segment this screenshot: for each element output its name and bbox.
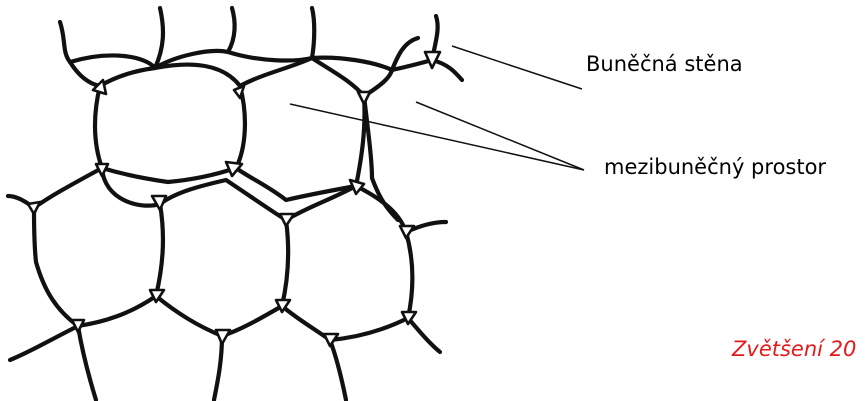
leader-line-space-1 [290,104,584,170]
cell-wall-network [8,8,462,400]
cell-wall-row4-a [78,326,96,400]
cell-wall-row3-b [156,180,288,336]
intercellular-space [358,92,370,104]
intercellular-space [96,164,108,176]
cell-wall-row2-a [95,65,245,182]
intercellular-space [216,330,230,344]
cell-wall-top-left [60,22,100,86]
intercellular-space [152,196,166,210]
cell-wall-top-arc-3 [228,8,314,60]
cell-wall-top-right-2 [432,60,462,80]
cell-wall-row4-right-tail [408,318,440,352]
intercellular-space [350,180,364,194]
leader-line-space-2 [416,102,584,170]
intercellular-space [28,202,40,214]
leader-line-cell-wall [452,46,582,89]
cell-wall-row4-left-tail [10,326,78,360]
label-cell-wall: Buněčná stěna [586,52,743,76]
cell-wall-top-arc-1 [70,8,163,68]
label-intercellular-space: mezibuněčný prostor [604,155,826,179]
cell-wall-top-arc-2 [155,8,235,68]
intercellular-space [400,226,414,238]
cell-wall-row4-b [214,336,222,400]
intercellular-space [93,80,106,94]
label-magnification: Zvětšení 20 [732,337,856,361]
cell-wall-row3-a [34,168,163,326]
cell-wall-row3-c [282,186,412,340]
cell-wall-row4-c [330,340,346,400]
leader-lines [290,46,584,170]
intercellular-space [280,214,294,226]
cell-wall-top-arc-4 [312,38,418,70]
cell-wall-row2-b [236,58,365,200]
